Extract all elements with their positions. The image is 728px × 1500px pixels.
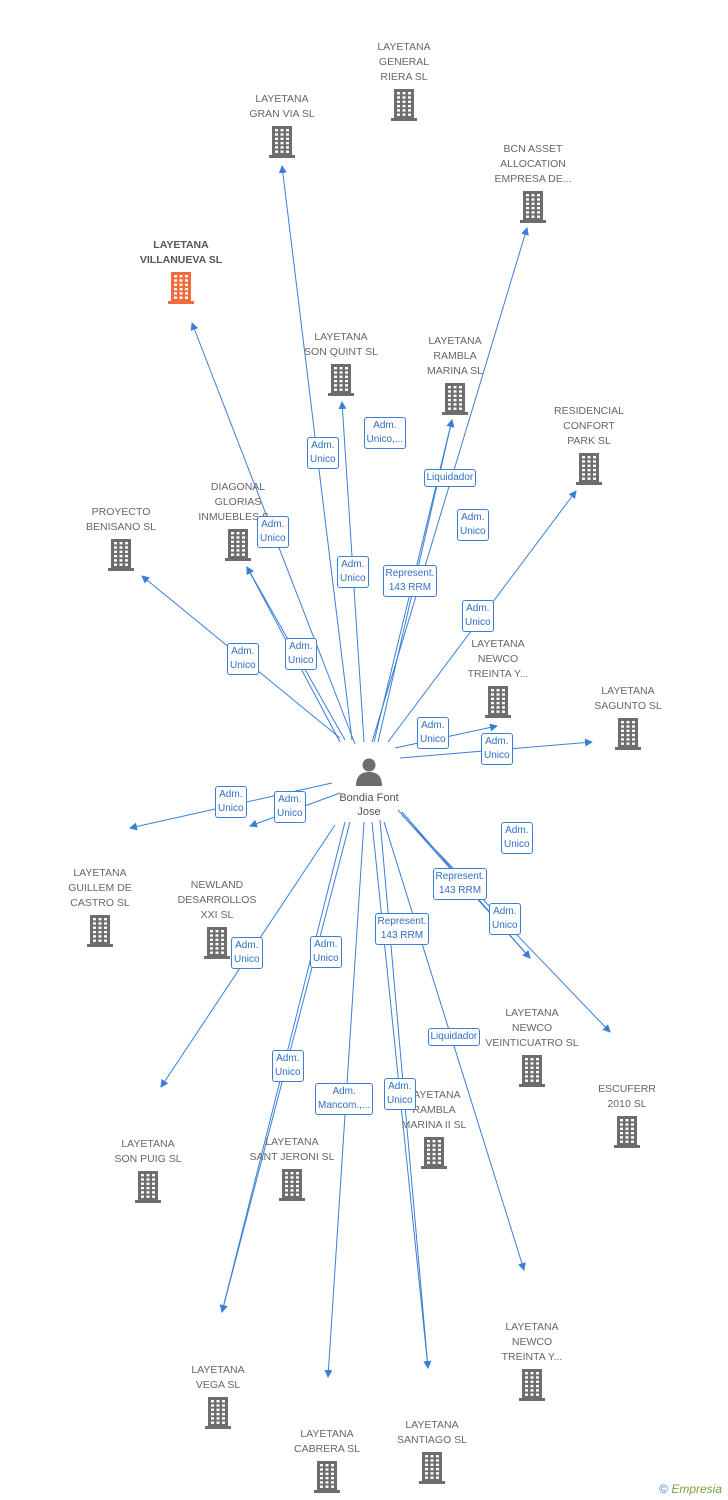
building-icon [519,1055,545,1087]
relation-badge[interactable]: Adm. Unico [285,638,317,670]
relation-badge[interactable]: Adm. Unico [227,643,259,675]
building-icon [419,1452,445,1484]
relation-badge[interactable]: Adm. Unico [384,1078,416,1110]
copyright-symbol: © [659,1482,668,1496]
relation-badge[interactable]: Represent. 143 RRM [374,913,430,945]
person-icon [356,758,382,786]
building-icon [328,364,354,396]
company-name: BCN ASSET ALLOCATION EMPRESA DE... [494,143,572,185]
relation-badge[interactable]: Adm. Unico [257,516,289,548]
company-node-son-puig[interactable]: LAYETANA SON PUIG SL [88,1137,208,1205]
company-name: LAYETANA NEWCO VEINTICUATRO SL [485,1007,579,1049]
company-name: DIAGONAL GLORIAS INMUEBLES S... [198,481,277,523]
center-person-name: Bondia Font Jose [339,792,399,818]
relation-badge[interactable]: Adm. Unico [231,937,263,969]
company-name: LAYETANA SANT JERONI SL [249,1136,335,1163]
relation-badge[interactable]: Adm. Unico,... [363,417,407,449]
company-node-diagonal[interactable]: DIAGONAL GLORIAS INMUEBLES S... [178,480,298,563]
building-icon [576,453,602,485]
company-node-confort[interactable]: RESIDENCIAL CONFORT PARK SL [529,404,649,487]
company-name: LAYETANA VEGA SL [191,1364,245,1391]
company-name: LAYETANA SON QUINT SL [304,331,378,358]
building-icon [269,126,295,158]
relation-badge[interactable]: Liquidador [423,469,477,487]
company-node-treinta1[interactable]: LAYETANA NEWCO TREINTA Y... [438,637,558,720]
building-icon [519,1369,545,1401]
relation-badge[interactable]: Adm. Unico [337,556,369,588]
relation-badge[interactable]: Adm. Unico [310,936,342,968]
building-icon [168,272,194,304]
brand-name: Empresia [671,1482,722,1496]
company-name: LAYETANA RAMBLA MARINA II SL [401,1089,467,1131]
company-node-sant-jeroni[interactable]: LAYETANA SANT JERONI SL [232,1135,352,1203]
building-icon [279,1169,305,1201]
company-node-villanueva[interactable]: LAYETANA VILLANUEVA SL [121,238,241,306]
relation-badge[interactable]: Adm. Unico [272,1050,304,1082]
company-node-escuferr[interactable]: ESCUFERR 2010 SL [567,1082,687,1150]
relation-badge[interactable]: Adm. Mancom.,... [315,1083,374,1115]
center-person[interactable]: Bondia Font Jose [324,756,414,819]
company-node-gran-via[interactable]: LAYETANA GRAN VIA SL [222,92,342,160]
relation-badge[interactable]: Adm. Unico [481,733,513,765]
company-name: LAYETANA SAGUNTO SL [594,685,662,712]
company-name: RESIDENCIAL CONFORT PARK SL [553,405,625,447]
relation-badge[interactable]: Adm. Unico [501,822,533,854]
relation-badge[interactable]: Liquidador [427,1028,481,1046]
building-icon [87,915,113,947]
company-node-rambla[interactable]: LAYETANA RAMBLA MARINA SL [395,334,515,417]
relation-badge[interactable]: Represent. 143 RRM [432,868,488,900]
company-name: LAYETANA GUILLEM DE CASTRO SL [68,867,132,909]
company-node-cabrera[interactable]: LAYETANA CABRERA SL [267,1427,387,1495]
company-name: LAYETANA NEWCO TREINTA Y... [501,1321,563,1363]
company-node-sagunto[interactable]: LAYETANA SAGUNTO SL [568,684,688,752]
company-node-rambla2[interactable]: LAYETANA RAMBLA MARINA II SL [374,1088,494,1171]
relation-badge[interactable]: Adm. Unico [274,791,306,823]
building-icon [485,686,511,718]
relation-badge[interactable]: Represent. 143 RRM [382,565,438,597]
company-name: ESCUFERR 2010 SL [598,1083,656,1110]
company-name: LAYETANA RAMBLA MARINA SL [426,335,484,377]
company-node-newland[interactable]: NEWLAND DESARROLLOS XXI SL [157,878,277,961]
company-node-treinta2[interactable]: LAYETANA NEWCO TREINTA Y... [472,1320,592,1403]
building-icon [314,1461,340,1493]
building-icon [108,539,134,571]
company-node-vega[interactable]: LAYETANA VEGA SL [158,1363,278,1431]
building-icon [391,89,417,121]
building-icon [135,1171,161,1203]
building-icon [204,927,230,959]
relation-badge[interactable]: Adm. Unico [462,600,494,632]
company-name: LAYETANA NEWCO TREINTA Y... [467,638,529,680]
building-icon [520,191,546,223]
building-icon [421,1137,447,1169]
relation-badge[interactable]: Adm. Unico [417,717,449,749]
building-icon [614,1116,640,1148]
building-icon [615,718,641,750]
company-name: LAYETANA SON PUIG SL [114,1138,182,1165]
brand-logo: © Empresia [659,1482,722,1496]
building-icon [205,1397,231,1429]
company-node-veinticuatro[interactable]: LAYETANA NEWCO VEINTICUATRO SL [472,1006,592,1089]
company-name: LAYETANA VILLANUEVA SL [139,239,223,266]
relation-badge[interactable]: Adm. Unico [307,437,339,469]
company-node-benisano[interactable]: PROYECTO BENISANO SL [61,505,181,573]
relation-edge-treinta2 [383,821,526,1271]
company-name: LAYETANA SANTIAGO SL [396,1419,468,1446]
company-name: LAYETANA CABRERA SL [294,1428,360,1455]
company-node-gral-riera[interactable]: LAYETANA GENERAL RIERA SL [344,40,464,123]
company-name: PROYECTO BENISANO SL [85,506,157,533]
company-name: NEWLAND DESARROLLOS XXI SL [177,879,257,921]
company-name: LAYETANA GRAN VIA SL [249,93,315,120]
company-node-guillem[interactable]: LAYETANA GUILLEM DE CASTRO SL [40,866,160,949]
relation-badge[interactable]: Adm. Unico [489,903,521,935]
company-name: LAYETANA GENERAL RIERA SL [377,41,431,83]
building-icon [225,529,251,561]
company-node-son-quint[interactable]: LAYETANA SON QUINT SL [281,330,401,398]
relation-badge[interactable]: Adm. Unico [457,509,489,541]
building-icon [442,383,468,415]
company-node-santiago[interactable]: LAYETANA SANTIAGO SL [372,1418,492,1486]
company-node-bcn-asset[interactable]: BCN ASSET ALLOCATION EMPRESA DE... [473,142,593,225]
relation-badge[interactable]: Adm. Unico [215,786,247,818]
